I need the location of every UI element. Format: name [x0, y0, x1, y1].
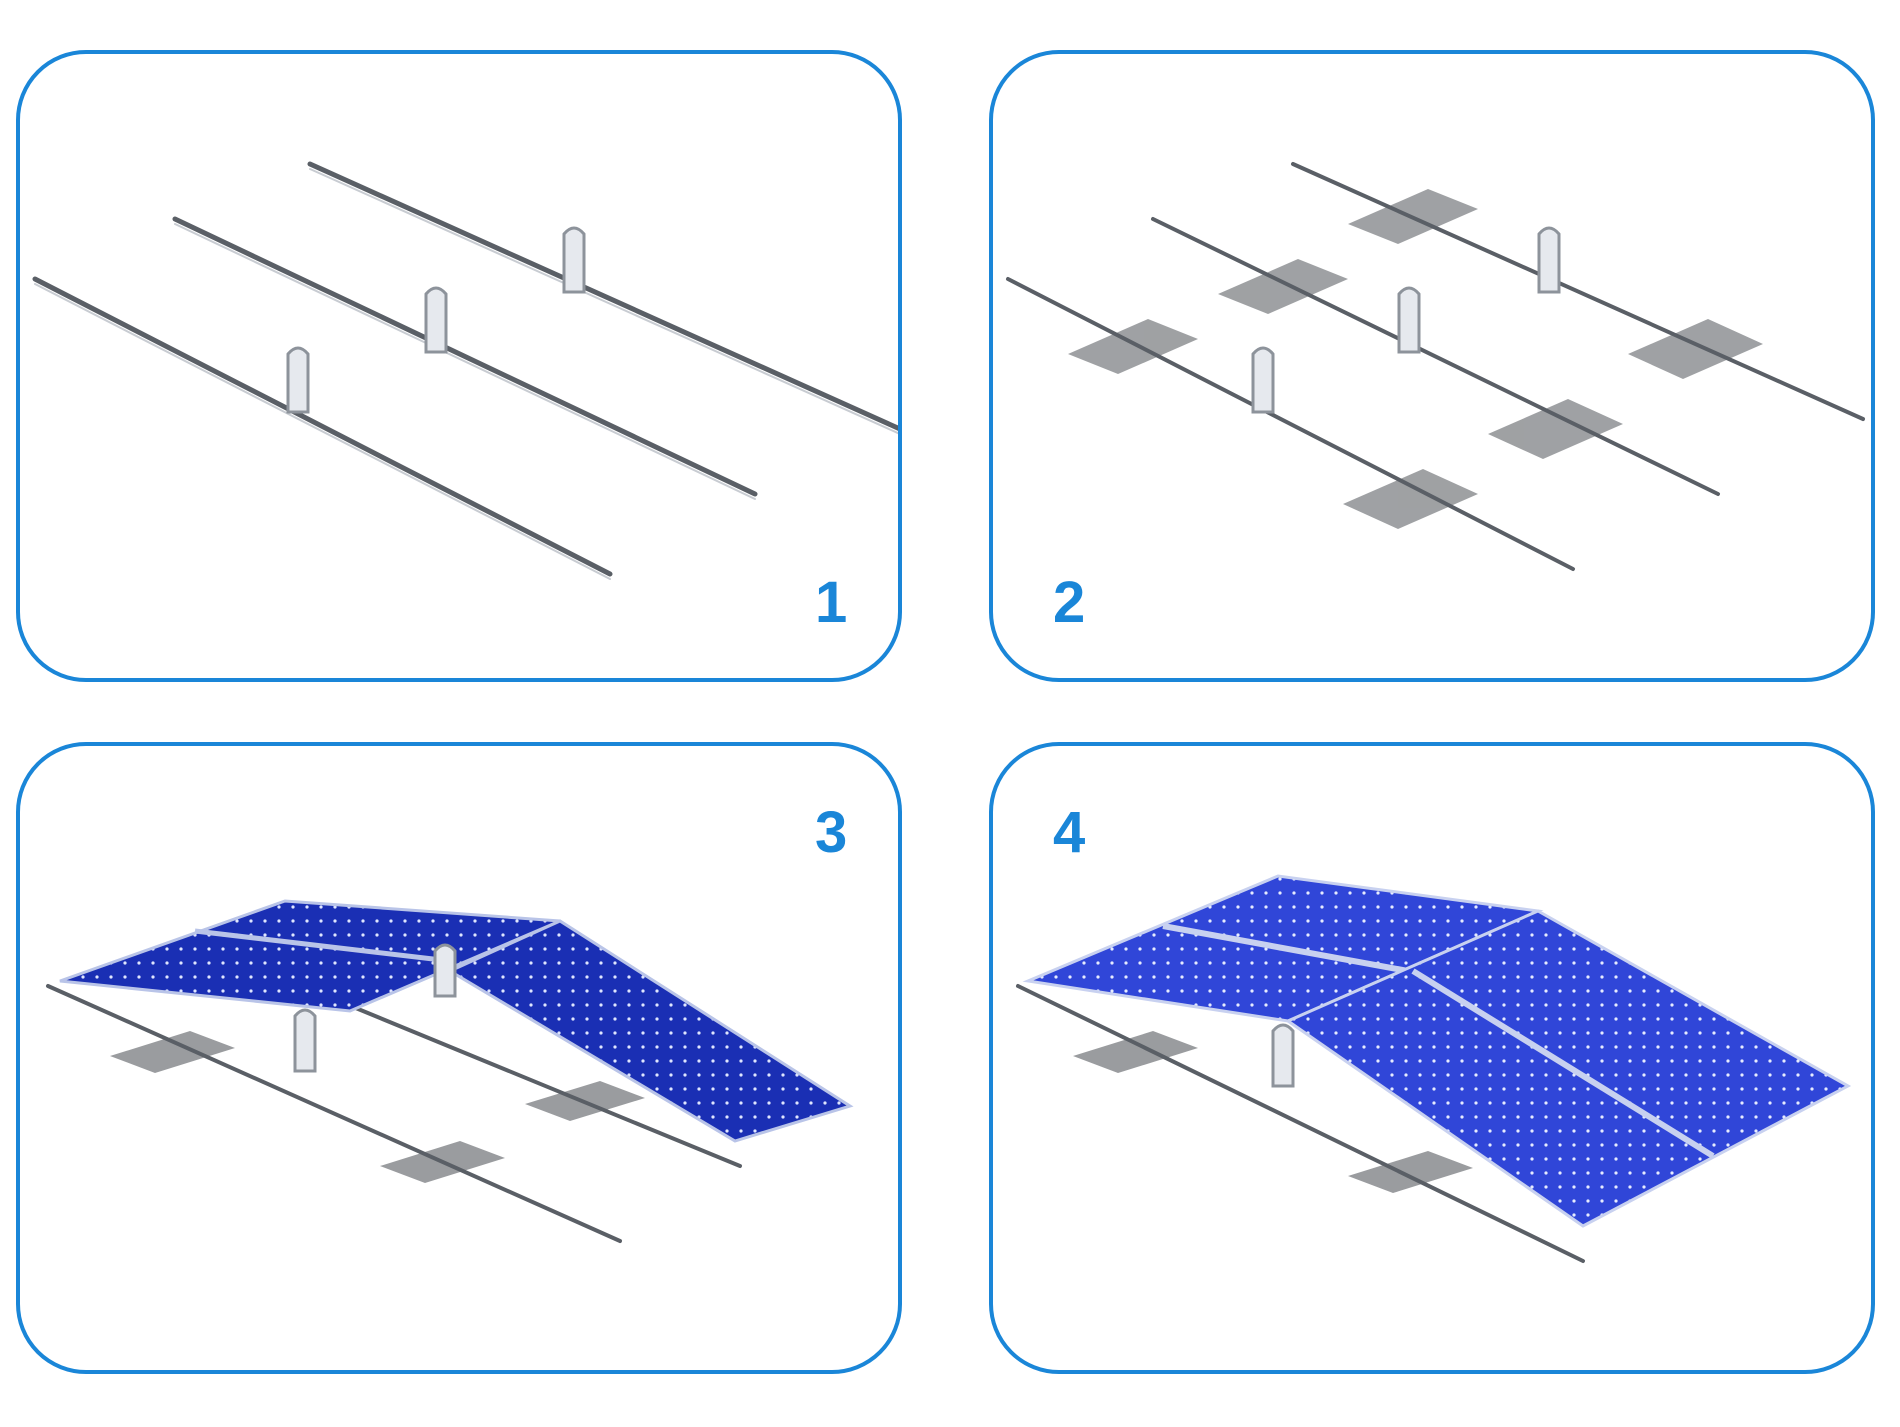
- step-4-panel: 4: [989, 742, 1875, 1374]
- ballast-plate-icon: [1068, 189, 1763, 529]
- step-3-panel: 3: [16, 742, 902, 1374]
- solar-panel-icon: [59, 899, 854, 1143]
- rail-icon: [46, 979, 742, 1243]
- rail-icon: [1016, 984, 1585, 1263]
- step-number: 1: [815, 570, 848, 635]
- ballast-plate-icon: [1073, 1031, 1473, 1193]
- step-3-illustration: [46, 899, 854, 1243]
- step-1-illustration: [32, 161, 898, 580]
- rail-icon: [32, 161, 898, 580]
- rail-icon: [1006, 162, 1865, 571]
- step-number: 4: [1053, 800, 1086, 865]
- support-leg-icon: [286, 226, 586, 414]
- support-leg-icon: [1271, 1023, 1295, 1088]
- support-leg-icon: [293, 943, 457, 1073]
- step-number: 2: [1053, 570, 1086, 635]
- ballast-plate-icon: [110, 1031, 645, 1183]
- step-2-illustration: [1006, 162, 1865, 571]
- step-4-illustration: [1016, 874, 1852, 1263]
- step-2-panel: 2: [989, 50, 1875, 682]
- support-leg-icon: [1251, 226, 1561, 414]
- step-number: 3: [815, 800, 848, 865]
- step-1-panel: 1: [16, 50, 902, 682]
- solar-panel-icon: [1022, 874, 1852, 1228]
